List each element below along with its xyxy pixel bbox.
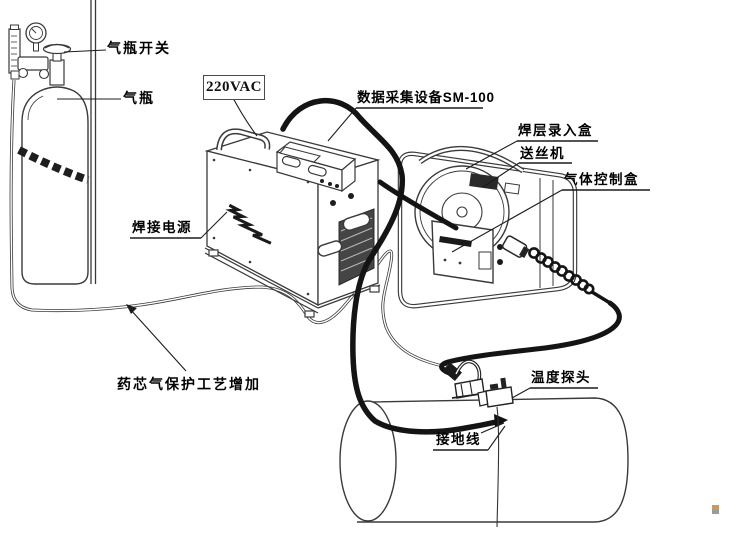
interconnect-cable: [377, 179, 459, 231]
feeder-frame: [397, 151, 578, 309]
label-220vac: 220VAC: [203, 75, 265, 100]
torch-cable: [439, 300, 622, 377]
leader-flux-note-arrow: [126, 304, 187, 372]
sm100-device: [275, 141, 357, 193]
wire-feeder: [397, 145, 611, 309]
panel-screws: [212, 158, 310, 296]
output-connectors: [317, 193, 371, 257]
leader-220vac: [232, 97, 258, 137]
label-leaders: [57, 49, 650, 451]
pressure-gauge: [25, 22, 47, 52]
label-welding-power-source: 焊接电源: [132, 220, 192, 235]
label-flux-note: 药芯气保护工艺增加: [117, 376, 261, 392]
cylinder-strap: [17, 146, 90, 184]
leader-weld-layer-box: [465, 140, 598, 170]
label-cylinder-switch: 气瓶开关: [107, 40, 171, 56]
leader-cylinder-switch: [63, 49, 107, 53]
leader-welding-power-source: [130, 211, 228, 239]
leader-wire-feeder: [482, 162, 572, 188]
corner-artifact-2: [712, 510, 719, 514]
label-temperature-probe: 温度探头: [531, 370, 591, 385]
torch-connector-coil: [501, 235, 611, 305]
label-data-acquisition: 数据采集设备SM-100: [357, 90, 495, 105]
label-weld-layer-box: 焊层录入盒: [518, 123, 593, 138]
leader-temperature-probe: [511, 387, 598, 399]
power-source-handle: [216, 128, 271, 151]
temperature-probe-device: [477, 377, 514, 528]
workpiece-pipe: [339, 397, 629, 523]
probe-wire: [496, 406, 500, 528]
leader-ground-wire: [433, 422, 506, 451]
label-wire-feeder: 送丝机: [520, 146, 565, 161]
corner-artifact: [712, 505, 719, 510]
welding-torch: [442, 359, 488, 399]
wall-rail: [90, 0, 97, 284]
leader-data-acquisition: [327, 107, 483, 142]
gas-hose: [9, 79, 448, 369]
brand-logo: [225, 203, 272, 245]
label-220vac-text: 220VAC: [205, 79, 263, 95]
label-ground-wire: 接地线: [436, 432, 481, 447]
cylinder-valve: [42, 43, 72, 86]
gas-cylinder: [17, 43, 90, 285]
power-source-base: [204, 247, 381, 318]
leader-gas-control-box: [451, 189, 650, 253]
label-gas-control-box: 气体控制盒: [564, 172, 639, 187]
ground-cable: [280, 97, 504, 435]
pressure-regulator: [8, 22, 50, 80]
feeder-handle: [418, 145, 525, 174]
gas-control-box-device: [431, 220, 503, 284]
feed-motor: [469, 173, 521, 195]
label-cylinder: 气瓶: [123, 90, 155, 106]
